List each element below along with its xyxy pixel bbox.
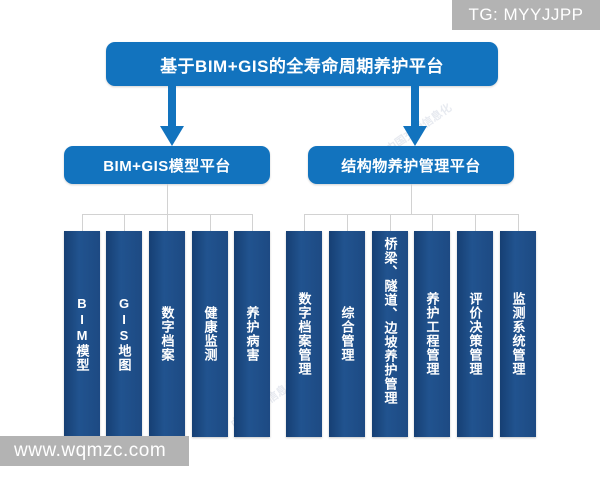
root-node-title[interactable]: 基于BIM+GIS的全寿命周期养护平台 bbox=[106, 42, 498, 86]
leaf-node-label: 养护病害 bbox=[244, 306, 260, 362]
level2-node-label: 结构物养护管理平台 bbox=[341, 157, 481, 175]
connector-drop-right-5 bbox=[475, 214, 476, 231]
leaf-node-label: 数字档案管理 bbox=[296, 292, 312, 376]
connector-stem-right bbox=[411, 184, 412, 214]
root-node-label: 基于BIM+GIS的全寿命周期养护平台 bbox=[160, 56, 444, 76]
arrow-root-to-left-platform bbox=[160, 86, 184, 146]
bottom-watermark-badge: www.wqmzc.com bbox=[0, 436, 189, 466]
leaf-node-label: 健康监测 bbox=[202, 306, 218, 362]
leaf-node-label: 数字档案 bbox=[159, 306, 175, 362]
connector-drop-left-3 bbox=[167, 214, 168, 231]
connector-drop-left-2 bbox=[124, 214, 125, 231]
leaf-node-health-monitoring[interactable]: 健康监测 bbox=[192, 231, 228, 437]
arrow-root-to-right-platform bbox=[403, 86, 427, 146]
connector-drop-right-6 bbox=[518, 214, 519, 231]
leaf-node-label: BIM模型 bbox=[74, 296, 90, 372]
connector-stem-left bbox=[167, 184, 168, 214]
level2-node-bim-gis-platform[interactable]: BIM+GIS模型平台 bbox=[64, 146, 270, 184]
top-watermark-badge: TG: MYYJJPP bbox=[452, 0, 600, 30]
connector-drop-right-2 bbox=[347, 214, 348, 231]
connector-drop-left-4 bbox=[210, 214, 211, 231]
leaf-node-label: 评价决策管理 bbox=[467, 292, 483, 376]
connector-drop-right-4 bbox=[432, 214, 433, 231]
bottom-watermark-label: www.wqmzc.com bbox=[14, 440, 167, 461]
top-watermark-label: TG: MYYJJPP bbox=[468, 5, 584, 24]
leaf-node-gis-map[interactable]: GIS地图 bbox=[106, 231, 142, 437]
leaf-node-maintenance-project-management[interactable]: 养护工程管理 bbox=[414, 231, 450, 437]
leaf-node-label: GIS地图 bbox=[116, 296, 132, 372]
leaf-node-digital-archive-management[interactable]: 数字档案管理 bbox=[286, 231, 322, 437]
leaf-node-label: 养护工程管理 bbox=[424, 292, 440, 376]
leaf-node-maintenance-defect[interactable]: 养护病害 bbox=[234, 231, 270, 437]
leaf-node-digital-archive[interactable]: 数字档案 bbox=[149, 231, 185, 437]
leaf-node-label: 综合管理 bbox=[339, 306, 355, 362]
connector-drop-left-1 bbox=[82, 214, 83, 231]
connector-bus-right bbox=[304, 214, 518, 215]
level2-node-structure-maintenance-platform[interactable]: 结构物养护管理平台 bbox=[308, 146, 514, 184]
level2-node-label: BIM+GIS模型平台 bbox=[103, 157, 231, 175]
connector-drop-left-5 bbox=[252, 214, 253, 231]
leaf-node-bim-model[interactable]: BIM模型 bbox=[64, 231, 100, 437]
leaf-node-bridge-tunnel-slope-maintenance-management[interactable]: 桥梁、隧道、边坡养护管理 bbox=[372, 231, 408, 437]
leaf-node-label: 桥梁、隧道、边坡养护管理 bbox=[382, 237, 398, 405]
leaf-node-label: 监测系统管理 bbox=[510, 292, 526, 376]
connector-drop-right-3 bbox=[390, 214, 391, 231]
leaf-node-monitoring-system-management[interactable]: 监测系统管理 bbox=[500, 231, 536, 437]
leaf-node-evaluation-decision-management[interactable]: 评价决策管理 bbox=[457, 231, 493, 437]
connector-drop-right-1 bbox=[304, 214, 305, 231]
leaf-node-comprehensive-management[interactable]: 综合管理 bbox=[329, 231, 365, 437]
